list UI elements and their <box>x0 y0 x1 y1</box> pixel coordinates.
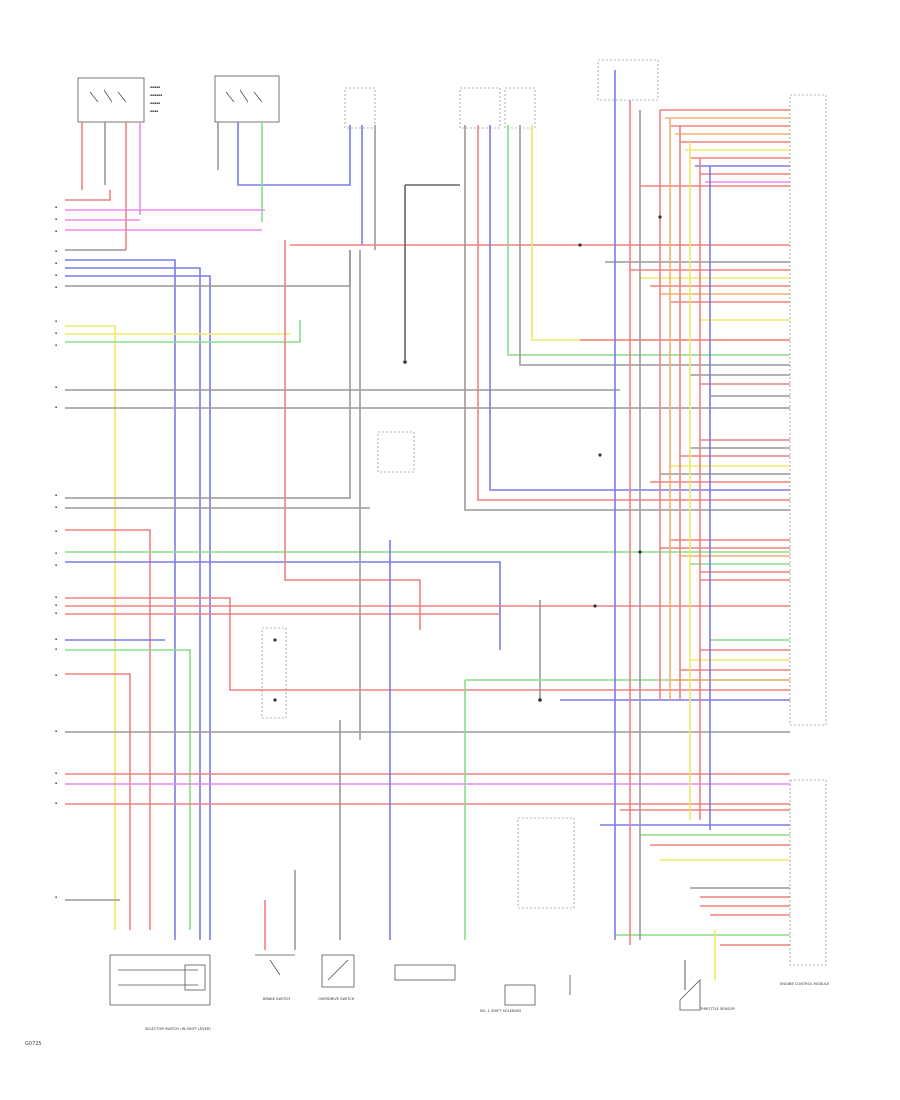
svg-text:▪: ▪ <box>55 205 57 209</box>
brake-switch-label: BRAKE SWITCH <box>263 997 290 1001</box>
svg-text:▪: ▪ <box>55 505 57 509</box>
svg-text:▪: ▪ <box>55 895 57 899</box>
svg-text:▪: ▪ <box>55 343 57 347</box>
selector-switch-label: SELECTOR SWITCH (IN SHIFT LEVER) <box>145 1027 211 1031</box>
bottom-labels: SELECTOR SWITCH (IN SHIFT LEVER) BRAKE S… <box>145 982 830 1031</box>
wires-right-vertical <box>614 70 716 990</box>
svg-text:▪: ▪ <box>55 249 57 253</box>
ecm-box <box>789 94 827 966</box>
svg-text:▪▪▪▪: ▪▪▪▪ <box>150 109 158 113</box>
svg-text:▪▪▪▪▪▪: ▪▪▪▪▪▪ <box>150 93 162 97</box>
svg-text:▪: ▪ <box>55 229 57 233</box>
left-terminal-column: ▪ ▪ ▪ ▪ ▪ ▪ ▪ ▪ ▪ ▪ ▪ ▪ ▪ ▪ ▪ ▪ ▪ ▪ ▪ ▪ … <box>55 205 57 899</box>
svg-text:▪: ▪ <box>55 595 57 599</box>
svg-text:▪▪▪▪▪: ▪▪▪▪▪ <box>150 85 160 89</box>
svg-text:▪: ▪ <box>55 331 57 335</box>
svg-text:▪: ▪ <box>55 647 57 651</box>
overdrive-switch-label: OVERDRIVE SWITCH <box>318 997 355 1001</box>
relay-center <box>261 627 287 719</box>
wires-center <box>284 125 790 940</box>
svg-text:▪: ▪ <box>55 781 57 785</box>
wires-top-left <box>81 122 376 250</box>
wires-left-horizontal <box>65 190 790 940</box>
svg-text:▪: ▪ <box>55 319 57 323</box>
svg-text:▪: ▪ <box>55 493 57 497</box>
svg-text:▪: ▪ <box>55 729 57 733</box>
svg-text:▪: ▪ <box>55 603 57 607</box>
svg-text:▪: ▪ <box>55 801 57 805</box>
brake-switch-body <box>255 870 296 976</box>
solenoid-bodies <box>394 964 701 1011</box>
svg-text:▪: ▪ <box>55 217 57 221</box>
svg-text:▪: ▪ <box>55 673 57 677</box>
check-connector-box <box>377 431 575 909</box>
figure-id: G0725 <box>25 1041 42 1047</box>
svg-text:▪: ▪ <box>55 405 57 409</box>
ecm-label: ENGINE CONTROL MODULE <box>780 982 830 986</box>
overdrive-switch-body <box>321 954 355 988</box>
top-switch-middle <box>214 75 280 123</box>
wires-right <box>560 109 790 946</box>
svg-text:▪: ▪ <box>55 551 57 555</box>
svg-text:▪: ▪ <box>55 637 57 641</box>
top-switch-left: ▪▪▪▪▪ ▪▪▪▪▪▪ ▪▪▪▪▪ ▪▪▪▪ <box>77 77 162 123</box>
svg-text:▪: ▪ <box>55 285 57 289</box>
throttle-sensor-label: THROTTLE SENSOR <box>699 1007 735 1011</box>
svg-text:▪: ▪ <box>55 261 57 265</box>
top-connector-group <box>344 59 659 129</box>
svg-text:▪: ▪ <box>55 771 57 775</box>
solenoid-label: NO. 1 SHIFT SOLENOID <box>480 1009 521 1013</box>
svg-text:▪▪▪▪▪: ▪▪▪▪▪ <box>150 101 160 105</box>
svg-text:▪: ▪ <box>55 273 57 277</box>
svg-text:▪: ▪ <box>55 611 57 615</box>
selector-switch-body <box>109 954 211 1006</box>
svg-text:▪: ▪ <box>55 385 57 389</box>
svg-text:▪: ▪ <box>55 563 57 567</box>
splice-points <box>403 215 662 702</box>
svg-text:▪: ▪ <box>55 529 57 533</box>
